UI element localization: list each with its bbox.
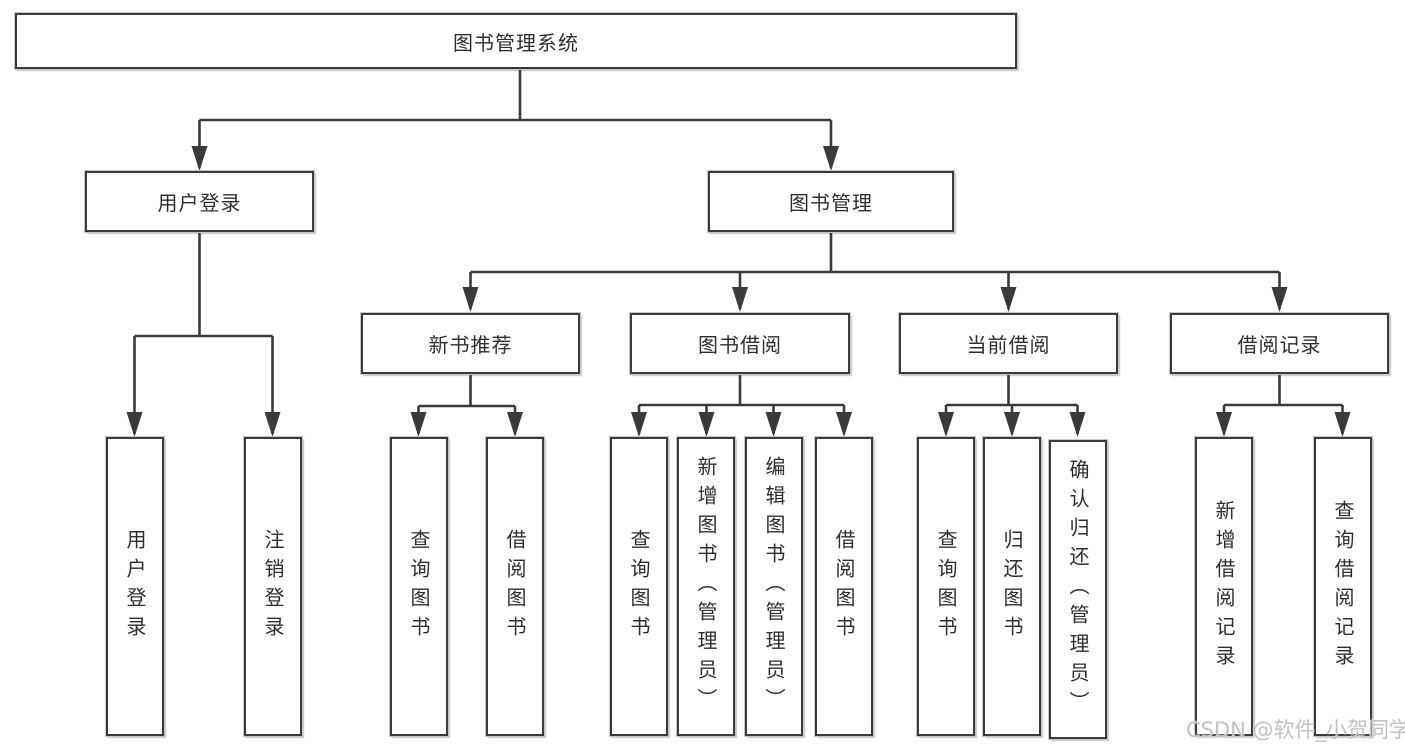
node-bb-edit: 编辑图书（管理员）	[745, 437, 803, 736]
node-current-borrow-label: 当前借阅	[966, 333, 1051, 357]
node-bb-borrow: 借阅图书	[815, 437, 873, 736]
node-nb-borrow: 借阅图书	[486, 437, 544, 736]
node-br-query: 查询借阅记录	[1314, 437, 1372, 736]
watermark: CSDN @软件_小贺同学	[1186, 718, 1405, 742]
node-ul-login: 用户登录	[106, 437, 164, 736]
node-borrow-record-label: 借阅记录	[1237, 333, 1322, 357]
node-nb-borrow-label: 借阅图书	[503, 528, 527, 645]
node-bb-add: 新增图书（管理员）	[677, 437, 735, 736]
node-user-login: 用户登录	[85, 171, 314, 232]
node-book-management: 图书管理	[708, 171, 954, 232]
node-ul-logout: 注销登录	[244, 437, 302, 736]
node-cb-return: 归还图书	[983, 437, 1041, 736]
node-nb-query-label: 查询图书	[407, 528, 431, 645]
node-book-borrow-label: 图书借阅	[698, 333, 782, 357]
node-cb-return-label: 归还图书	[1000, 528, 1024, 645]
node-cb-confirm: 确认归还（管理员）	[1049, 440, 1107, 739]
node-root: 图书管理系统	[15, 13, 1017, 69]
node-user-login-label: 用户登录	[157, 191, 242, 215]
node-new-book-recommend-label: 新书推荐	[428, 333, 513, 357]
node-ul-login-label: 用户登录	[123, 528, 147, 645]
node-book-management-label: 图书管理	[789, 191, 873, 215]
node-bb-query-label: 查询图书	[627, 528, 651, 645]
node-nb-query: 查询图书	[390, 437, 448, 736]
node-ul-logout-label: 注销登录	[261, 528, 285, 645]
node-cb-query-label: 查询图书	[934, 528, 958, 645]
node-current-borrow: 当前借阅	[899, 313, 1118, 374]
node-br-add: 新增借阅记录	[1195, 437, 1253, 736]
node-br-add-label: 新增借阅记录	[1212, 499, 1236, 674]
node-bb-borrow-label: 借阅图书	[832, 528, 856, 645]
node-cb-query: 查询图书	[917, 437, 975, 736]
node-root-label: 图书管理系统	[453, 30, 579, 55]
node-book-borrow: 图书借阅	[630, 313, 850, 374]
node-br-query-label: 查询借阅记录	[1331, 499, 1355, 674]
node-cb-confirm-label: 确认归还（管理员）	[1066, 459, 1090, 720]
node-bb-query: 查询图书	[610, 437, 668, 736]
node-bb-edit-label: 编辑图书（管理员）	[762, 456, 786, 717]
node-new-book-recommend: 新书推荐	[361, 313, 580, 374]
node-bb-add-label: 新增图书（管理员）	[694, 456, 718, 717]
node-borrow-record: 借阅记录	[1170, 313, 1389, 374]
